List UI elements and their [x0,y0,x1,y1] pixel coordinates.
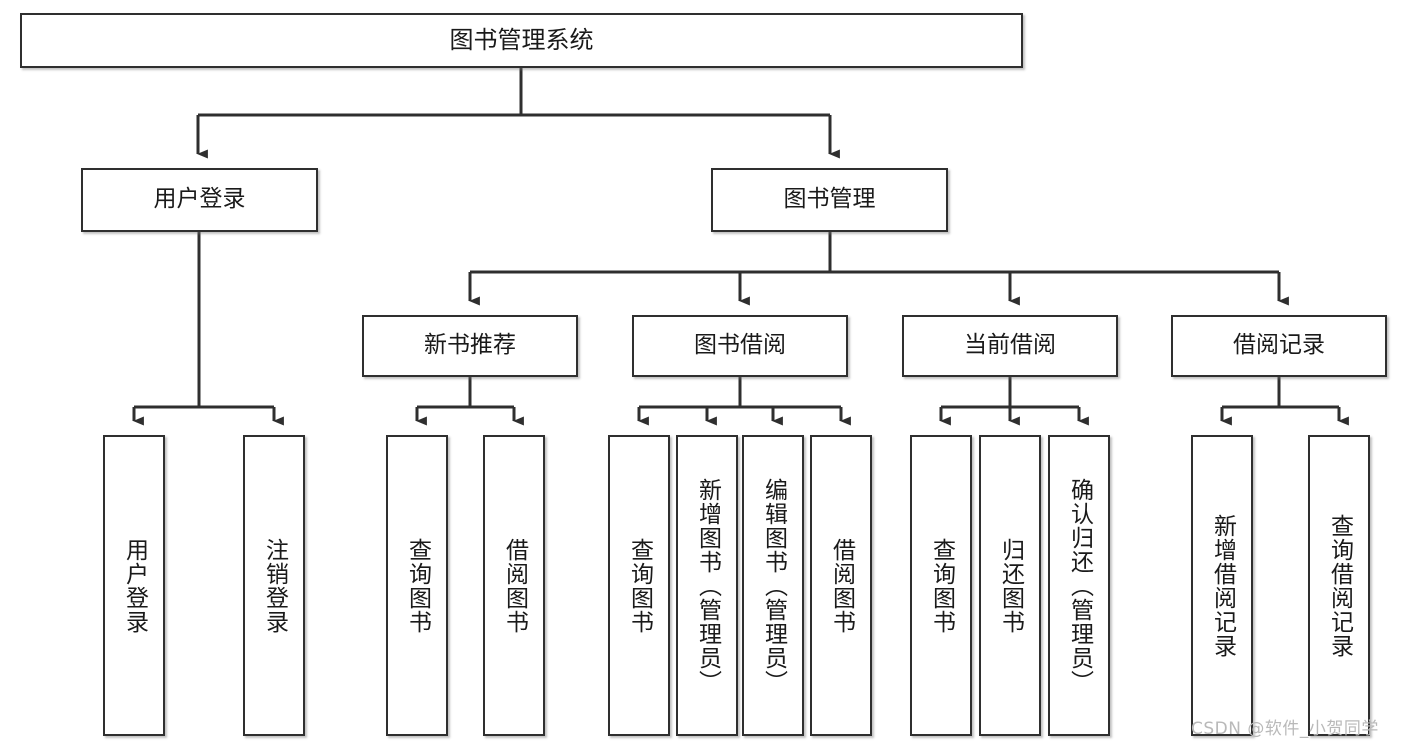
node-label: 新增图书（管理员） [694,477,721,694]
node-label: 编辑图书（管理员） [760,477,787,694]
leaf-query-book-recommend[interactable]: 查询图书 [386,435,448,736]
node-label: 确认归还（管理员） [1066,477,1093,694]
node-label: 借阅记录 [1233,332,1325,359]
leaf-borrow-book[interactable]: 借阅图书 [810,435,872,736]
node-label: 图书借阅 [694,332,786,359]
node-root-system[interactable]: 图书管理系统 [20,13,1023,68]
leaf-logout[interactable]: 注销登录 [243,435,305,736]
node-label: 查询图书 [404,537,431,634]
node-book-management[interactable]: 图书管理 [711,168,948,232]
leaf-add-book-admin[interactable]: 新增图书（管理员） [676,435,738,736]
leaf-borrow-book-recommend[interactable]: 借阅图书 [483,435,545,736]
node-label: 当前借阅 [964,332,1056,359]
node-label: 用户登录 [153,186,246,213]
leaf-return-book[interactable]: 归还图书 [979,435,1041,736]
node-user-login[interactable]: 用户登录 [81,168,318,232]
node-label: 借阅图书 [828,537,855,634]
leaf-query-borrow-record[interactable]: 查询借阅记录 [1308,435,1370,736]
node-label: 注销登录 [261,537,288,634]
node-label: 借阅图书 [501,537,528,634]
node-book-borrow[interactable]: 图书借阅 [632,315,848,377]
node-label: 查询图书 [928,537,955,634]
node-current-borrow[interactable]: 当前借阅 [902,315,1118,377]
leaf-confirm-return-admin[interactable]: 确认归还（管理员） [1048,435,1110,736]
leaf-query-book-borrow[interactable]: 查询图书 [608,435,670,736]
node-label: 查询借阅记录 [1326,513,1353,658]
node-label: 查询图书 [626,537,653,634]
leaf-add-borrow-record[interactable]: 新增借阅记录 [1191,435,1253,736]
node-label: 图书管理 [783,186,876,213]
leaf-query-book-current[interactable]: 查询图书 [910,435,972,736]
node-label: 图书管理系统 [449,26,594,55]
node-label: 用户登录 [121,537,148,634]
node-new-book-recommend[interactable]: 新书推荐 [362,315,578,377]
leaf-user-login[interactable]: 用户登录 [103,435,165,736]
leaf-edit-book-admin[interactable]: 编辑图书（管理员） [742,435,804,736]
node-label: 归还图书 [997,537,1024,634]
node-borrow-record[interactable]: 借阅记录 [1171,315,1387,377]
node-label: 新书推荐 [424,332,516,359]
node-label: 新增借阅记录 [1209,513,1236,658]
